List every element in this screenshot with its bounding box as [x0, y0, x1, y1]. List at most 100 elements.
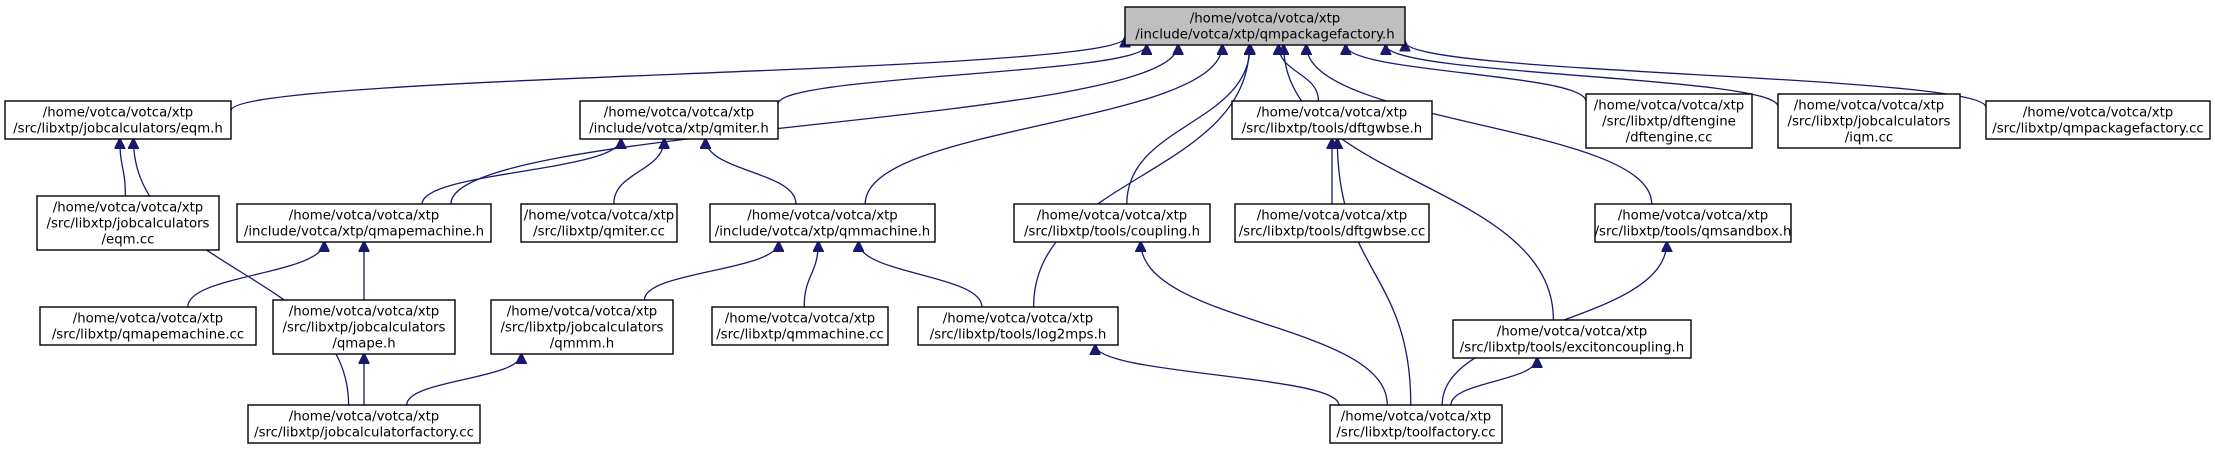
node-label-line: /src/libxtp/qmmachine.cc: [716, 328, 884, 343]
node-box: [1124, 6, 1406, 46]
node-label-line: /src/libxtp/jobcalculators: [1788, 115, 1951, 130]
node-label-line: /home/votca/votca/xtp: [1190, 12, 1341, 27]
node-log2mps-h[interactable]: /home/votca/votca/xtp/src/libxtp/tools/l…: [917, 306, 1119, 346]
node-box: [711, 306, 889, 346]
node-qmmm-h[interactable]: /home/votca/votca/xtp/src/libxtp/jobcalc…: [490, 299, 674, 355]
node-box: [39, 306, 257, 346]
node-box: [247, 404, 481, 444]
node-label-line: /src/libxtp/qmapemachine.cc: [52, 328, 244, 343]
edge-coupling_h-to-qmpackagefactory_h: [1126, 45, 1250, 205]
node-eqm-h[interactable]: /home/votca/votca/xtp/src/libxtp/jobcalc…: [4, 100, 232, 140]
node-label-line: /src/libxtp/tools/dftgwbse.h: [1242, 122, 1422, 137]
node-label-line: /home/votca/votca/xtp: [943, 312, 1094, 327]
node-jobcalculatorfactory-cc[interactable]: /home/votca/votca/xtp/src/libxtp/jobcalc…: [247, 404, 481, 444]
node-qmpackagefactory-cc[interactable]: /home/votca/votca/xtp/src/libxtp/qmpacka…: [1985, 100, 2211, 140]
node-dftgwbse-cc[interactable]: /home/votca/votca/xtp/src/libxtp/tools/d…: [1234, 203, 1430, 243]
node-toolfactory-cc[interactable]: /home/votca/votca/xtp/src/libxtp/toolfac…: [1329, 404, 1503, 444]
node-box: [1231, 100, 1433, 140]
node-qmape-h[interactable]: /home/votca/votca/xtp/src/libxtp/jobcalc…: [272, 299, 456, 355]
node-label-line: /qmmm.h: [550, 337, 614, 352]
edge-toolfactory_cc-to-dftgwbse_h: [1337, 139, 1412, 406]
node-label-line: /home/votca/votca/xtp: [747, 209, 898, 224]
edge-jobcalculatorfactory_cc-to-qmmm_h: [406, 354, 522, 406]
node-qmmachine-cc[interactable]: /home/votca/votca/xtp/src/libxtp/qmmachi…: [711, 306, 889, 346]
edge-toolfactory_cc-to-excitoncoupling_h: [1450, 358, 1537, 406]
edge-qmapemachine_cc-to-qmapemachine_h: [187, 242, 324, 308]
node-box: [1329, 404, 1503, 444]
node-label-line: /include/votca/xtp/qmmachine.h: [715, 225, 930, 240]
node-qmapemachine-h[interactable]: /home/votca/votca/xtp/include/votca/xtp/…: [236, 203, 492, 243]
edge-qmsandbox_h-to-qmpackagefactory_h: [1306, 45, 1653, 205]
edge-eqm_cc-to-eqm_h: [120, 139, 127, 197]
node-label-line: /src/libxtp/jobcalculatorfactory.cc: [254, 426, 474, 441]
node-box: [1777, 93, 1961, 149]
node-box: [1594, 203, 1792, 243]
node-label-line: /include/votca/xtp/qmapemachine.h: [244, 225, 484, 240]
node-label-line: /home/votca/votca/xtp: [1794, 99, 1945, 114]
node-label-line: /home/votca/votca/xtp: [1257, 106, 1408, 121]
node-label-line: /home/votca/votca/xtp: [289, 305, 440, 320]
node-qmiter-cc[interactable]: /home/votca/votca/xtp/src/libxtp/qmiter.…: [520, 203, 678, 243]
edge-log2mps_h-to-qmpackagefactory_h: [1032, 45, 1250, 308]
node-label-line: /src/libxtp/tools/log2mps.h: [930, 328, 1107, 343]
node-box: [490, 299, 674, 355]
nodes-layer: /home/votca/votca/xtp/include/votca/xtp/…: [4, 6, 2211, 444]
node-label-line: /home/votca/votca/xtp: [43, 106, 194, 121]
node-eqm-cc[interactable]: /home/votca/votca/xtp/src/libxtp/jobcalc…: [36, 195, 220, 251]
node-label-line: /src/libxtp/toolfactory.cc: [1336, 426, 1495, 441]
node-label-line: /home/votca/votca/xtp: [1594, 99, 1745, 114]
node-label-line: /home/votca/votca/xtp: [725, 312, 876, 327]
node-qmmachine-h[interactable]: /home/votca/votca/xtp/include/votca/xtp/…: [709, 203, 936, 243]
node-qmpackagefactory-h[interactable]: /home/votca/votca/xtp/include/votca/xtp/…: [1124, 6, 1406, 46]
node-label-line: /src/libxtp/tools/excitoncoupling.h: [1460, 341, 1684, 356]
node-dftgwbse-h[interactable]: /home/votca/votca/xtp/src/libxtp/tools/d…: [1231, 100, 1433, 140]
node-label-line: /dftengine.cc: [1626, 131, 1713, 146]
node-coupling-h[interactable]: /home/votca/votca/xtp/src/libxtp/tools/c…: [1013, 203, 1211, 243]
edge-qmapemachine_h-to-qmpackagefactory_h: [450, 45, 1178, 205]
node-label-line: /home/votca/votca/xtp: [2023, 106, 2174, 121]
node-label-line: /home/votca/votca/xtp: [1341, 410, 1492, 425]
node-qmiter-h[interactable]: /home/votca/votca/xtp/include/votca/xtp/…: [579, 100, 779, 140]
node-label-line: /eqm.cc: [102, 233, 155, 248]
node-label-line: /home/votca/votca/xtp: [289, 410, 440, 425]
node-label-line: /src/libxtp/jobcalculators: [501, 321, 664, 336]
edge-jobcalculatorfactory_cc-to-eqm_h: [133, 139, 350, 406]
node-label-line: /home/votca/votca/xtp: [289, 209, 440, 224]
node-label-line: /iqm.cc: [1845, 131, 1893, 146]
node-box: [579, 100, 779, 140]
node-box: [236, 203, 492, 243]
edge-qmmachine_h-to-qmiter_h: [706, 139, 797, 205]
node-label-line: /include/votca/xtp/qmpackagefactory.h: [1135, 28, 1394, 43]
node-label-line: /src/libxtp/tools/qmsandbox.h: [1595, 225, 1792, 240]
node-qmsandbox-h[interactable]: /home/votca/votca/xtp/src/libxtp/tools/q…: [1594, 203, 1792, 243]
edge-toolfactory_cc-to-log2mps_h: [1095, 345, 1340, 406]
node-label-line: /src/libxtp/dftengine: [1602, 115, 1736, 130]
edge-qmiter_cc-to-qmiter_h: [613, 139, 664, 205]
node-box: [1234, 203, 1430, 243]
edge-qmmachine_cc-to-qmmachine_h: [803, 242, 818, 308]
edge-qmiter_h-to-qmpackagefactory_h: [777, 45, 1147, 105]
node-qmapemachine-cc[interactable]: /home/votca/votca/xtp/src/libxtp/qmapema…: [39, 306, 257, 346]
node-box: [917, 306, 1119, 346]
node-label-line: /src/libxtp/tools/coupling.h: [1024, 225, 1200, 240]
node-label-line: /src/libxtp/jobcalculators: [47, 217, 210, 232]
node-label-line: /home/votca/votca/xtp: [1618, 209, 1769, 224]
node-box: [1013, 203, 1211, 243]
node-label-line: /src/libxtp/jobcalculators/eqm.h: [13, 122, 223, 137]
node-box: [4, 100, 232, 140]
node-label-line: /home/votca/votca/xtp: [507, 305, 658, 320]
node-label-line: /src/libxtp/tools/dftgwbse.cc: [1239, 225, 1426, 240]
node-box: [36, 195, 220, 251]
node-label-line: /home/votca/votca/xtp: [1497, 325, 1648, 340]
node-excitoncoupling-h[interactable]: /home/votca/votca/xtp/src/libxtp/tools/e…: [1452, 319, 1692, 359]
node-dftengine-cc[interactable]: /home/votca/votca/xtp/src/libxtp/dftengi…: [1585, 93, 1753, 149]
node-box: [520, 203, 678, 243]
node-label-line: /src/libxtp/jobcalculators: [283, 321, 446, 336]
edge-dftengine_cc-to-qmpackagefactory_h: [1346, 45, 1587, 102]
edge-qmmachine_h-to-qmpackagefactory_h: [864, 45, 1222, 205]
node-iqm-cc[interactable]: /home/votca/votca/xtp/src/libxtp/jobcalc…: [1777, 93, 1961, 149]
node-label-line: /qmape.h: [332, 337, 395, 352]
node-label-line: /src/libxtp/qmpackagefactory.cc: [1992, 122, 2204, 137]
node-label-line: /home/votca/votca/xtp: [53, 201, 204, 216]
